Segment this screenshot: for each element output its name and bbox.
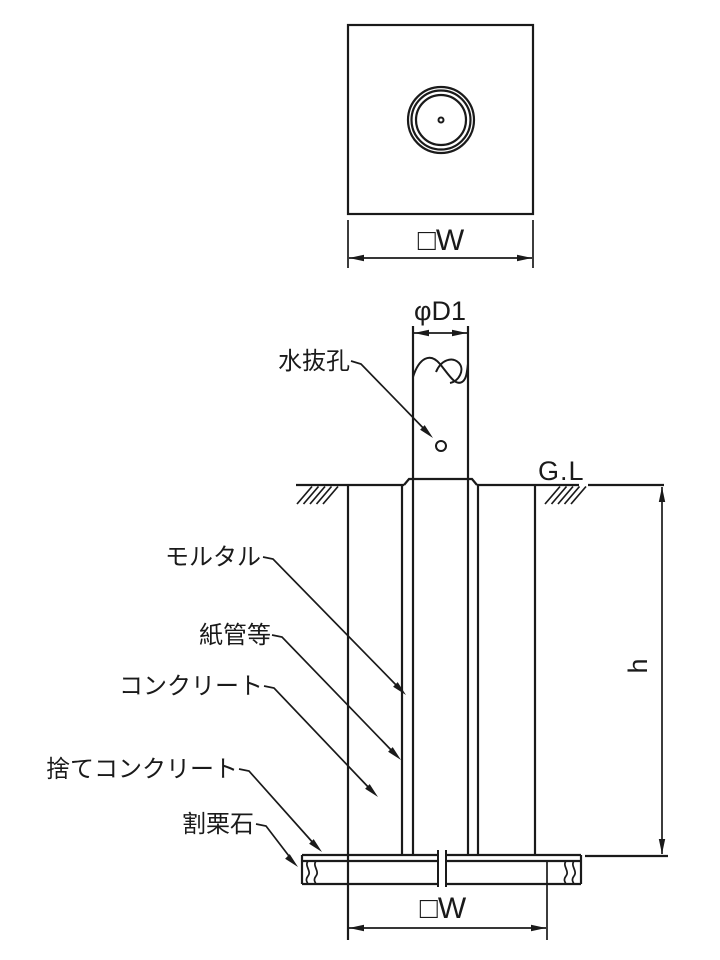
break-curve xyxy=(412,356,469,384)
drain-pipe-stub xyxy=(437,850,447,887)
arrowhead xyxy=(420,425,433,438)
arrowhead-bottom xyxy=(658,839,666,854)
break-curve xyxy=(435,358,463,384)
pipe-cap-outer-circle xyxy=(406,85,476,155)
arrowhead xyxy=(285,854,298,867)
mortar-callout: モルタル xyxy=(165,544,406,695)
ground-level-label: G.L xyxy=(538,456,585,486)
drain-hole-label: 水抜孔 xyxy=(278,348,350,375)
top-width-label: □W xyxy=(418,224,465,257)
crushed-stone-label: 割栗石 xyxy=(182,811,254,838)
drain-hole xyxy=(435,440,447,452)
height-dimension: h xyxy=(585,487,668,858)
mortar-cap xyxy=(403,477,478,486)
top-width-dimension: □W xyxy=(347,220,534,268)
leader-line xyxy=(263,685,372,791)
arrowhead-right xyxy=(452,329,467,337)
bottom-width-dimension: □W xyxy=(349,862,548,940)
top-view-outline xyxy=(346,23,535,216)
crushed-stone-callout: 割栗石 xyxy=(182,811,298,867)
stone-break-wave xyxy=(313,860,318,885)
pipe-cap-ring-circle xyxy=(410,89,472,151)
lean-concrete-label: 捨てコンクリート xyxy=(46,756,238,783)
leader-line xyxy=(238,768,316,846)
paper-tube-callout: 紙管等 xyxy=(199,622,401,760)
stone-break-wave xyxy=(563,860,568,885)
bottom-width-label: □W xyxy=(420,892,467,925)
stone-break-wave xyxy=(571,860,576,885)
ground-hatch-left xyxy=(296,485,339,505)
mortar-label: モルタル xyxy=(165,544,261,571)
leader-line xyxy=(255,823,293,861)
ground-line: G.L xyxy=(296,456,664,505)
drain-hole-callout: 水抜孔 xyxy=(278,348,433,438)
arrowhead-top xyxy=(658,487,666,502)
lean-concrete-callout: 捨てコンクリート xyxy=(46,756,322,852)
diameter-dimension: φD1 xyxy=(414,296,467,337)
arrowhead-left xyxy=(349,254,364,262)
arrowhead-right xyxy=(517,254,532,262)
arrowhead-left xyxy=(349,924,364,932)
ground-hatch-right xyxy=(544,485,587,505)
arrowhead xyxy=(388,747,401,760)
stone-break-wave xyxy=(305,860,310,885)
paper-tube-label: 紙管等 xyxy=(199,622,271,649)
pipe-center-dot xyxy=(437,116,445,124)
top-view: □W xyxy=(346,23,535,268)
pipe-cap-inner-circle xyxy=(414,93,468,147)
concrete-label: コンクリート xyxy=(119,673,263,700)
concrete-callout: コンクリート xyxy=(119,673,378,797)
arrowhead-right xyxy=(531,924,546,932)
pipe-break-symbol xyxy=(412,356,469,384)
leader-line xyxy=(271,634,395,754)
arrowhead xyxy=(309,839,322,852)
leader-line xyxy=(350,360,431,436)
arrowhead xyxy=(365,784,378,797)
arrowhead xyxy=(393,682,406,695)
leader-line xyxy=(262,556,400,689)
diameter-label: φD1 xyxy=(414,296,466,326)
section-view: φD1 水抜孔 xyxy=(46,296,668,940)
height-label: h xyxy=(623,658,653,673)
arrowhead-left xyxy=(414,329,429,337)
